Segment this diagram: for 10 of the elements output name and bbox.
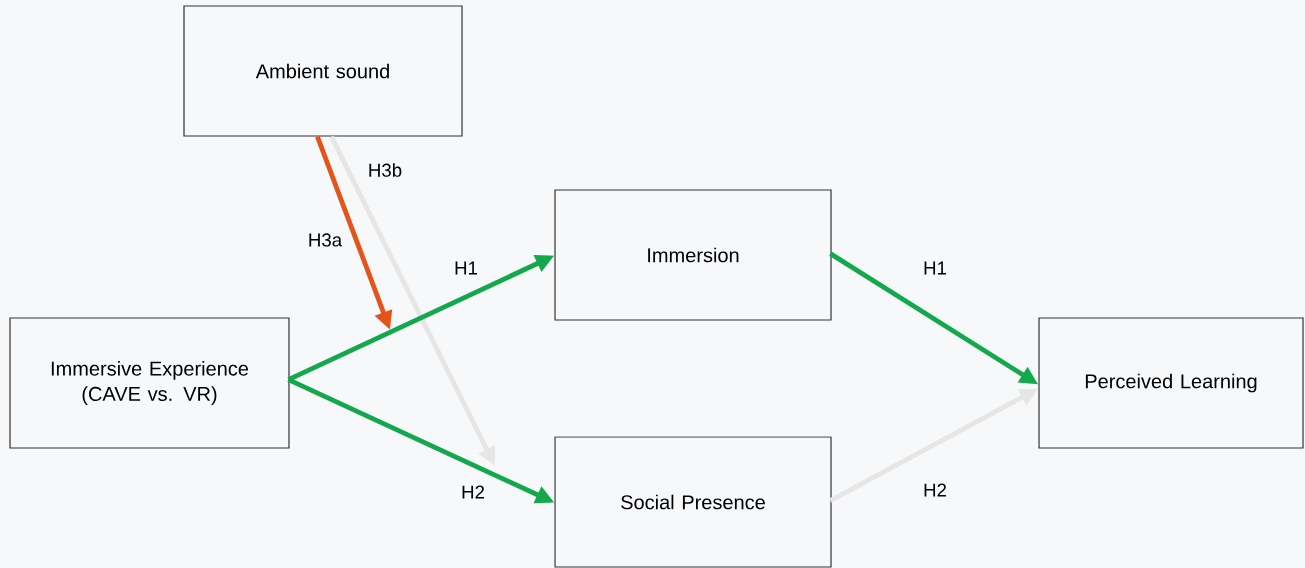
edge-label: H3a [306, 232, 344, 248]
edge-label: H1 [921, 260, 949, 276]
edge-label: H2 [921, 482, 949, 498]
variable-box: Perceived Learning [1038, 317, 1304, 449]
variable-box: Immersion [554, 189, 832, 321]
variable-box: Ambient sound [183, 5, 463, 137]
edge-label: H1 [452, 260, 480, 276]
variable-box: Social Presence [554, 436, 832, 568]
variable-box: Immersive Experience (CAVE vs. VR) [9, 317, 290, 449]
edge-label: H2 [459, 484, 487, 500]
